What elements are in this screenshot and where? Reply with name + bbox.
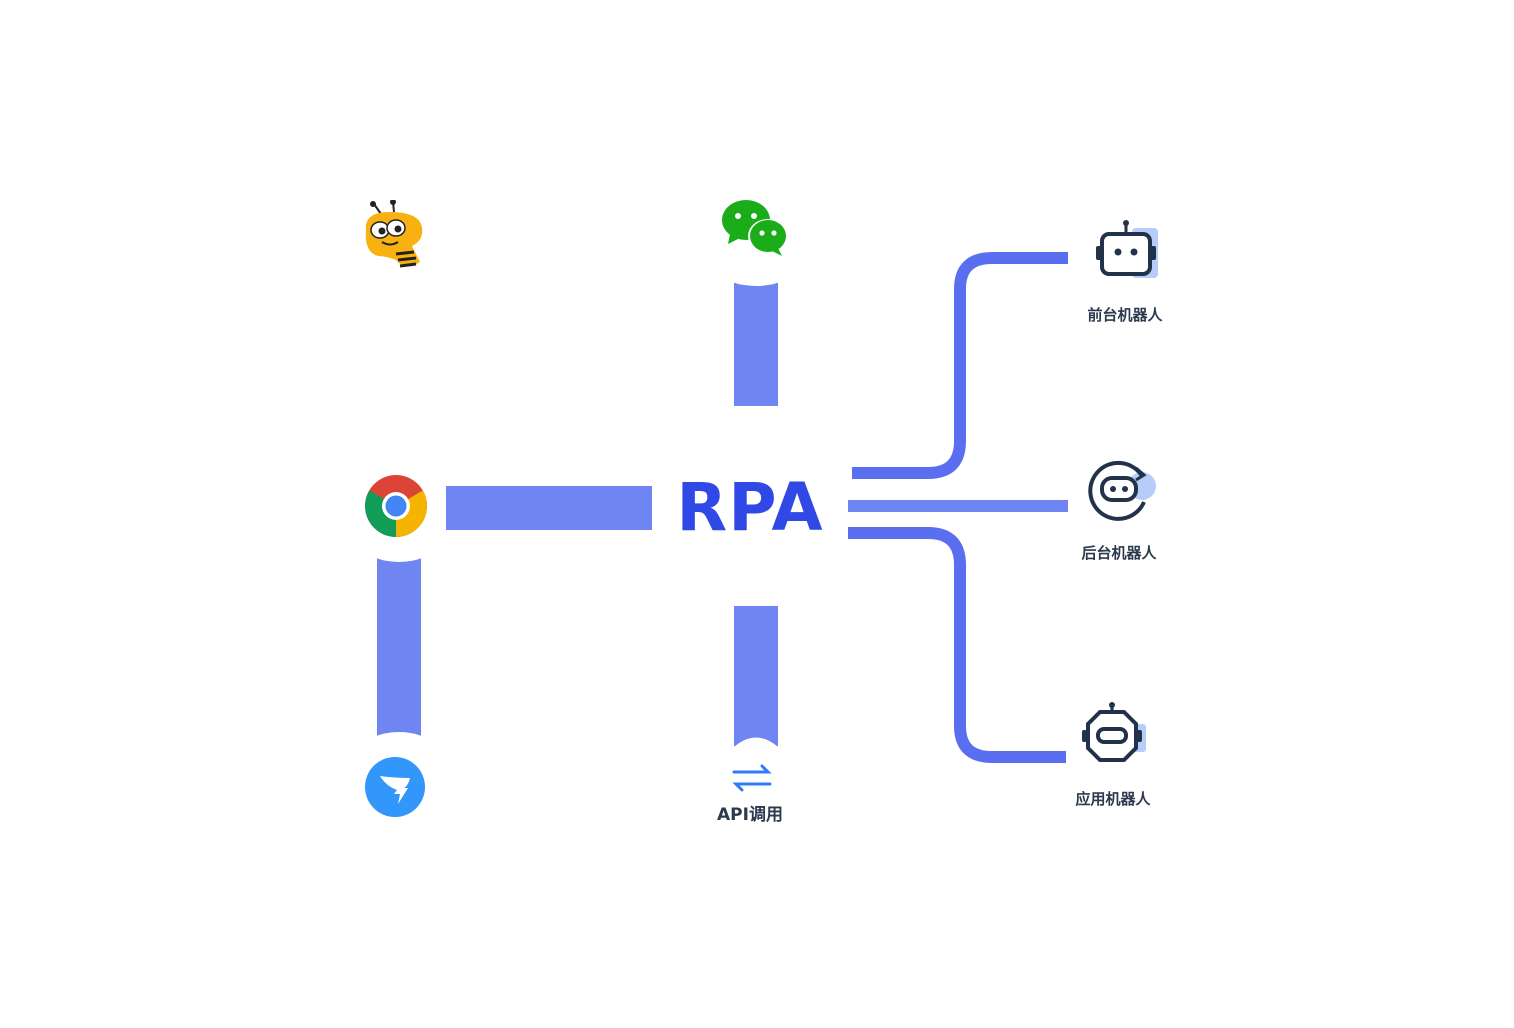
wechat-icon — [722, 200, 788, 256]
robot-head-icon — [1096, 220, 1158, 278]
chrome-connector — [446, 486, 652, 530]
robot-cycle-icon — [1088, 460, 1156, 521]
api-call-label: API调用 — [717, 805, 783, 825]
front-robot-branch — [852, 252, 1068, 479]
dingtalk-connector — [377, 556, 421, 736]
wechat-notch — [722, 258, 790, 286]
robot-octagon-icon — [1082, 702, 1146, 762]
robot-label-back: 后台机器人 — [1081, 544, 1157, 562]
bee-mascot-icon — [365, 200, 423, 268]
robot-label-front: 前台机器人 — [1087, 306, 1163, 324]
rpa-center-label: RPA — [676, 469, 824, 546]
swap-arrows-icon — [732, 764, 772, 792]
robot-label-app: 应用机器人 — [1075, 790, 1151, 808]
back-robot-branch — [848, 500, 1068, 512]
wechat-connector — [734, 280, 778, 406]
dingtalk-notch — [365, 732, 433, 764]
dingtalk-icon — [365, 757, 425, 817]
chrome-notch — [365, 530, 433, 562]
api-notch — [722, 737, 790, 760]
chrome-icon — [365, 475, 427, 537]
api-connector — [734, 606, 778, 746]
app-robot-branch — [848, 527, 1066, 763]
